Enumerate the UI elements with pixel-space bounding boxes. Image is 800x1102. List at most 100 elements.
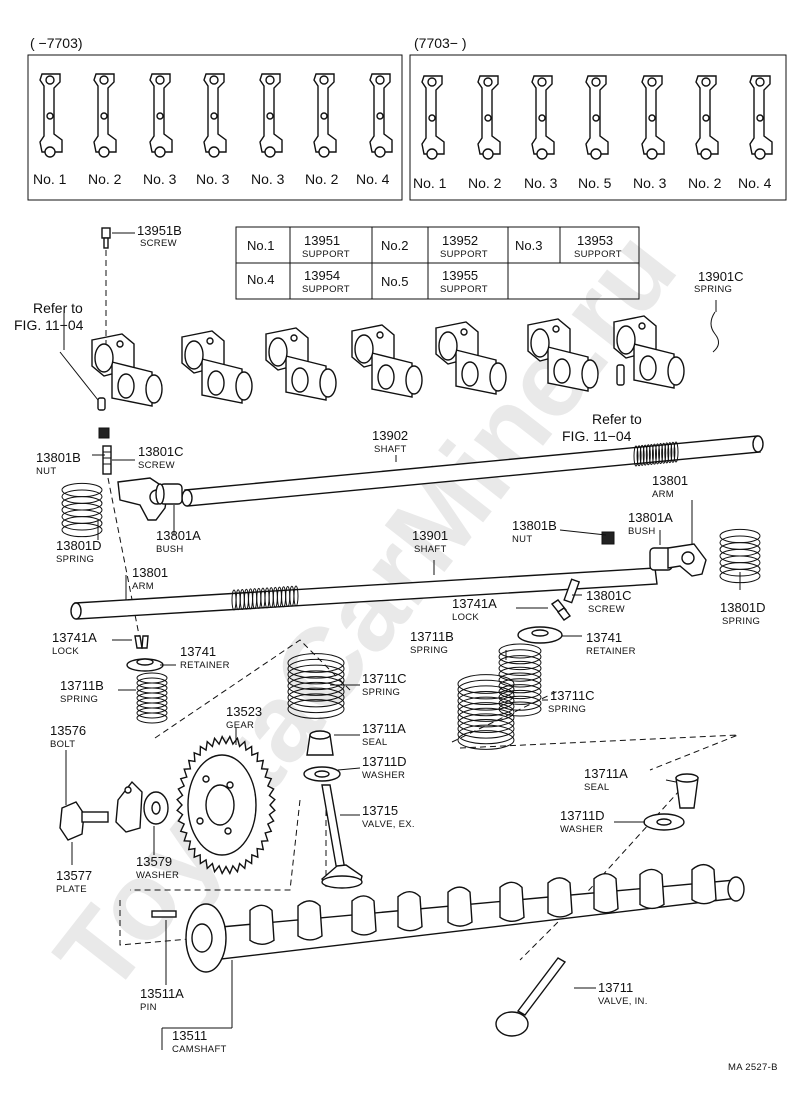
callout-part-number: 13741A xyxy=(452,596,497,611)
spring-clip-13901C xyxy=(710,300,719,353)
support-plate-drawing xyxy=(531,75,555,160)
callout-part-name: LOCK xyxy=(52,646,79,657)
washer-13711D xyxy=(303,766,341,782)
valve-seal-13711A xyxy=(306,730,334,756)
callout-part-name: SHAFT xyxy=(374,444,407,455)
callout-part-number: 13711C xyxy=(550,688,595,703)
callout-part-number: 13711 xyxy=(598,980,633,995)
retainer-13741 xyxy=(517,626,563,644)
callout-part-name: LOCK xyxy=(452,612,479,623)
callout-part-name: SPRING xyxy=(410,645,448,656)
support-label: No. 3 xyxy=(524,175,558,191)
spring-13711B xyxy=(136,672,168,724)
nut-13801B xyxy=(98,427,110,439)
callout-part-name: VALVE, EX. xyxy=(362,819,415,830)
callout-part-name: SPRING xyxy=(694,284,732,295)
table-name: SUPPORT xyxy=(440,249,488,260)
dowel-pin xyxy=(97,397,106,411)
rocker-arm-upper-left xyxy=(117,477,183,521)
supports-early-labels: No. 1 No. 2 No. 3 No. 3 No. 3 No. 2 No. … xyxy=(33,171,390,187)
support-label: No. 2 xyxy=(468,175,502,191)
support-plate-drawing xyxy=(695,75,719,160)
callout-part-number: 13711A xyxy=(362,721,406,736)
table-no: No.3 xyxy=(515,238,542,253)
rocker-support xyxy=(351,324,423,398)
support-plate-drawing xyxy=(93,73,117,158)
spring-13711C xyxy=(457,674,515,750)
callout-part-name: PLATE xyxy=(56,884,87,895)
callout-part-number: 13801A xyxy=(628,510,673,525)
callout-part-name: SPRING xyxy=(60,694,98,705)
shaft-13902 xyxy=(181,435,764,507)
table-no: No.4 xyxy=(247,272,274,287)
callout-part-name: SEAL xyxy=(362,737,388,748)
support-label: No. 1 xyxy=(413,175,447,191)
washer-13579 xyxy=(143,791,169,825)
callout-part-number: 13801B xyxy=(36,450,81,465)
table-no: No.2 xyxy=(381,238,408,253)
rocker-support xyxy=(91,333,163,407)
gear-13523 xyxy=(176,735,276,875)
refer-text: Refer to xyxy=(33,300,83,316)
callout-part-number: 13715 xyxy=(362,803,398,818)
callout-part-name: BOLT xyxy=(50,739,75,750)
screw-13951B xyxy=(101,227,111,345)
callout-part-number: 13801C xyxy=(586,588,632,603)
support-plate-drawing xyxy=(149,73,173,158)
spring-13711B xyxy=(498,643,542,717)
callout-part-name: VALVE, IN. xyxy=(598,996,648,1007)
support-label: No. 4 xyxy=(356,171,390,187)
valve-ex-13715 xyxy=(321,784,363,889)
spring-13711C xyxy=(287,653,345,719)
callout-part-number: 13801D xyxy=(56,538,102,553)
callouts: 13951B SCREW 13901C SPRING 13801B NUT 13… xyxy=(36,223,766,1055)
callout-part-name: PIN xyxy=(140,1002,157,1013)
callout-part-number: 13511 xyxy=(172,1028,207,1043)
callout-part-number: 13576 xyxy=(50,723,86,738)
support-label: No. 3 xyxy=(143,171,177,187)
table-no: No.5 xyxy=(381,274,408,289)
support-label: No. 1 xyxy=(33,171,67,187)
callout-part-number: 13901 xyxy=(412,528,448,543)
callout-part-name: SCREW xyxy=(138,460,175,471)
support-plate-drawing xyxy=(369,73,393,158)
callout-part-number: 13711B xyxy=(60,678,104,693)
support-label: No. 2 xyxy=(88,171,122,187)
supports-late-drawings xyxy=(421,75,773,160)
callout-part-number: 13741 xyxy=(180,644,216,659)
callout-part-name: SHAFT xyxy=(414,544,447,555)
callout-part-name: WASHER xyxy=(362,770,405,781)
rocker-support xyxy=(527,318,599,392)
support-label: No. 3 xyxy=(251,171,285,187)
callout-part-name: SCREW xyxy=(588,604,625,615)
callout-part-name: SPRING xyxy=(362,687,400,698)
screw-13801C xyxy=(102,445,112,475)
support-label: No. 5 xyxy=(578,175,612,191)
support-label: No. 3 xyxy=(633,175,667,191)
callout-part-number: 13711B xyxy=(410,629,454,644)
supports-late-box xyxy=(409,54,787,201)
callout-part-name: NUT xyxy=(512,534,532,545)
lock-13741A xyxy=(550,599,572,621)
support-label: No. 2 xyxy=(305,171,339,187)
support-plate-drawing xyxy=(585,75,609,160)
supports-early-range: ( −7703) xyxy=(30,35,83,51)
callout-part-number: 13711D xyxy=(362,754,407,769)
table-part: 13953 xyxy=(577,233,613,248)
callout-part-name: SCREW xyxy=(140,238,177,249)
camshaft-13511 xyxy=(185,863,745,973)
callout-part-name: RETAINER xyxy=(586,646,636,657)
callout-part-number: 13801 xyxy=(652,473,688,488)
callout-part-number: 13801 xyxy=(132,565,168,580)
retainer-13741 xyxy=(126,658,164,672)
leader-lines xyxy=(65,232,741,1050)
callout-part-number: 13711A xyxy=(584,766,628,781)
callout-part-number: 13801A xyxy=(156,528,201,543)
pin-13511A xyxy=(151,910,177,918)
washer-13711D xyxy=(643,813,685,831)
table-no: No.1 xyxy=(247,238,274,253)
callout-part-name: NUT xyxy=(36,466,56,477)
table-part: 13951 xyxy=(304,233,340,248)
table-part: 13954 xyxy=(304,268,340,283)
